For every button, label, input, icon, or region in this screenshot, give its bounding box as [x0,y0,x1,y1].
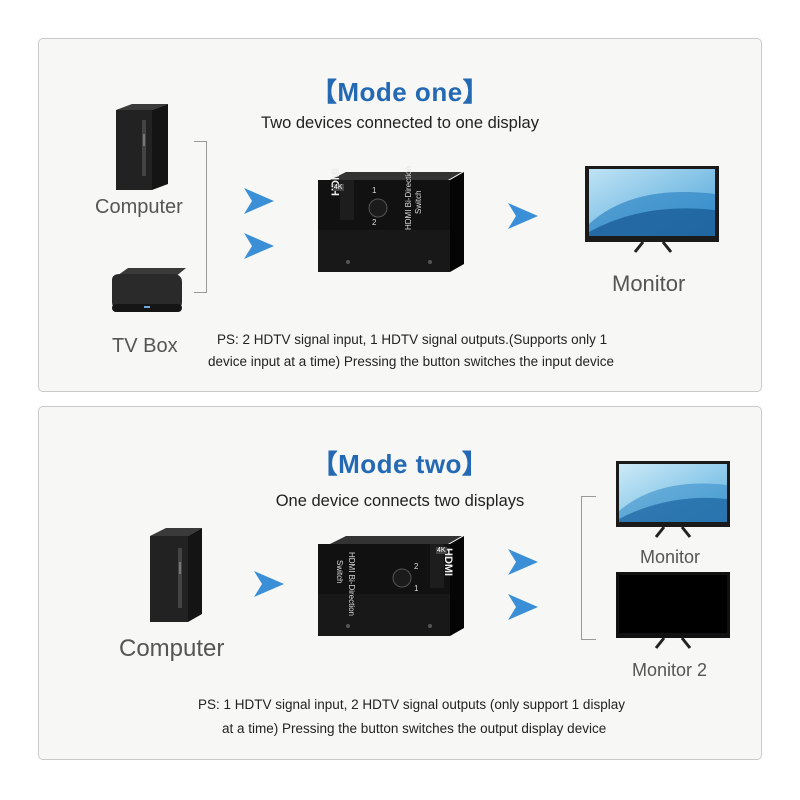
mode-one-subtitle: Two devices connected to one display [261,114,539,132]
arrow-right-icon [508,549,538,575]
mode-two-subtitle: One device connects two displays [275,492,525,510]
input-bracket [194,141,207,293]
switch-port2-text: 2 [414,562,419,571]
switch-4k-badge: 4K [333,184,344,191]
switch-4k-badge: 4K [436,547,447,554]
monitor-2-label: Monitor 2 [632,660,708,680]
monitor-2-icon [616,572,730,649]
arrow-right-icon [244,188,274,214]
switch-brand-text: HDMI [330,167,342,196]
switch-port1-text: 1 [372,186,377,195]
monitor-icon [585,166,719,253]
mode-one-title: 【Mode one】 [310,77,490,107]
switch-name-text: HDMI Bi-Direction [404,165,413,230]
computer-tower-icon [150,528,202,622]
tv-box-label: TV Box [112,335,178,357]
computer-tower-icon [116,104,168,190]
switch-sub-text: Switch [414,190,423,214]
arrow-right-icon [254,571,284,597]
mode-two-note-line2: at a time) Pressing the button switches … [222,721,607,736]
monitor-icon [616,461,730,538]
monitor-label: Monitor [612,271,686,296]
hdmi-switch-device [318,172,464,272]
mode-two-title: 【Mode two】 [311,449,489,479]
arrow-right-icon [508,594,538,620]
mode-one-note-line1: PS: 2 HDTV signal input, 1 HDTV signal o… [217,332,608,347]
mode-one-note-line2: device input at a time) Pressing the but… [208,354,614,369]
switch-sub-text: Switch [335,560,344,584]
switch-name-text: HDMI Bi-Direction [347,552,356,617]
mode-two-note-line1: PS: 1 HDTV signal input, 2 HDTV signal o… [198,697,625,712]
output-bracket [581,496,596,640]
computer-label: Computer [119,635,225,662]
hdmi-switch-device [318,536,464,636]
tv-box-icon [112,268,186,312]
switch-port1-text: 1 [414,584,419,593]
computer-label: Computer [95,196,183,218]
monitor-label: Monitor [640,547,701,567]
arrow-right-icon [244,233,274,259]
switch-port2-text: 2 [372,218,377,227]
arrow-right-icon [508,203,538,229]
